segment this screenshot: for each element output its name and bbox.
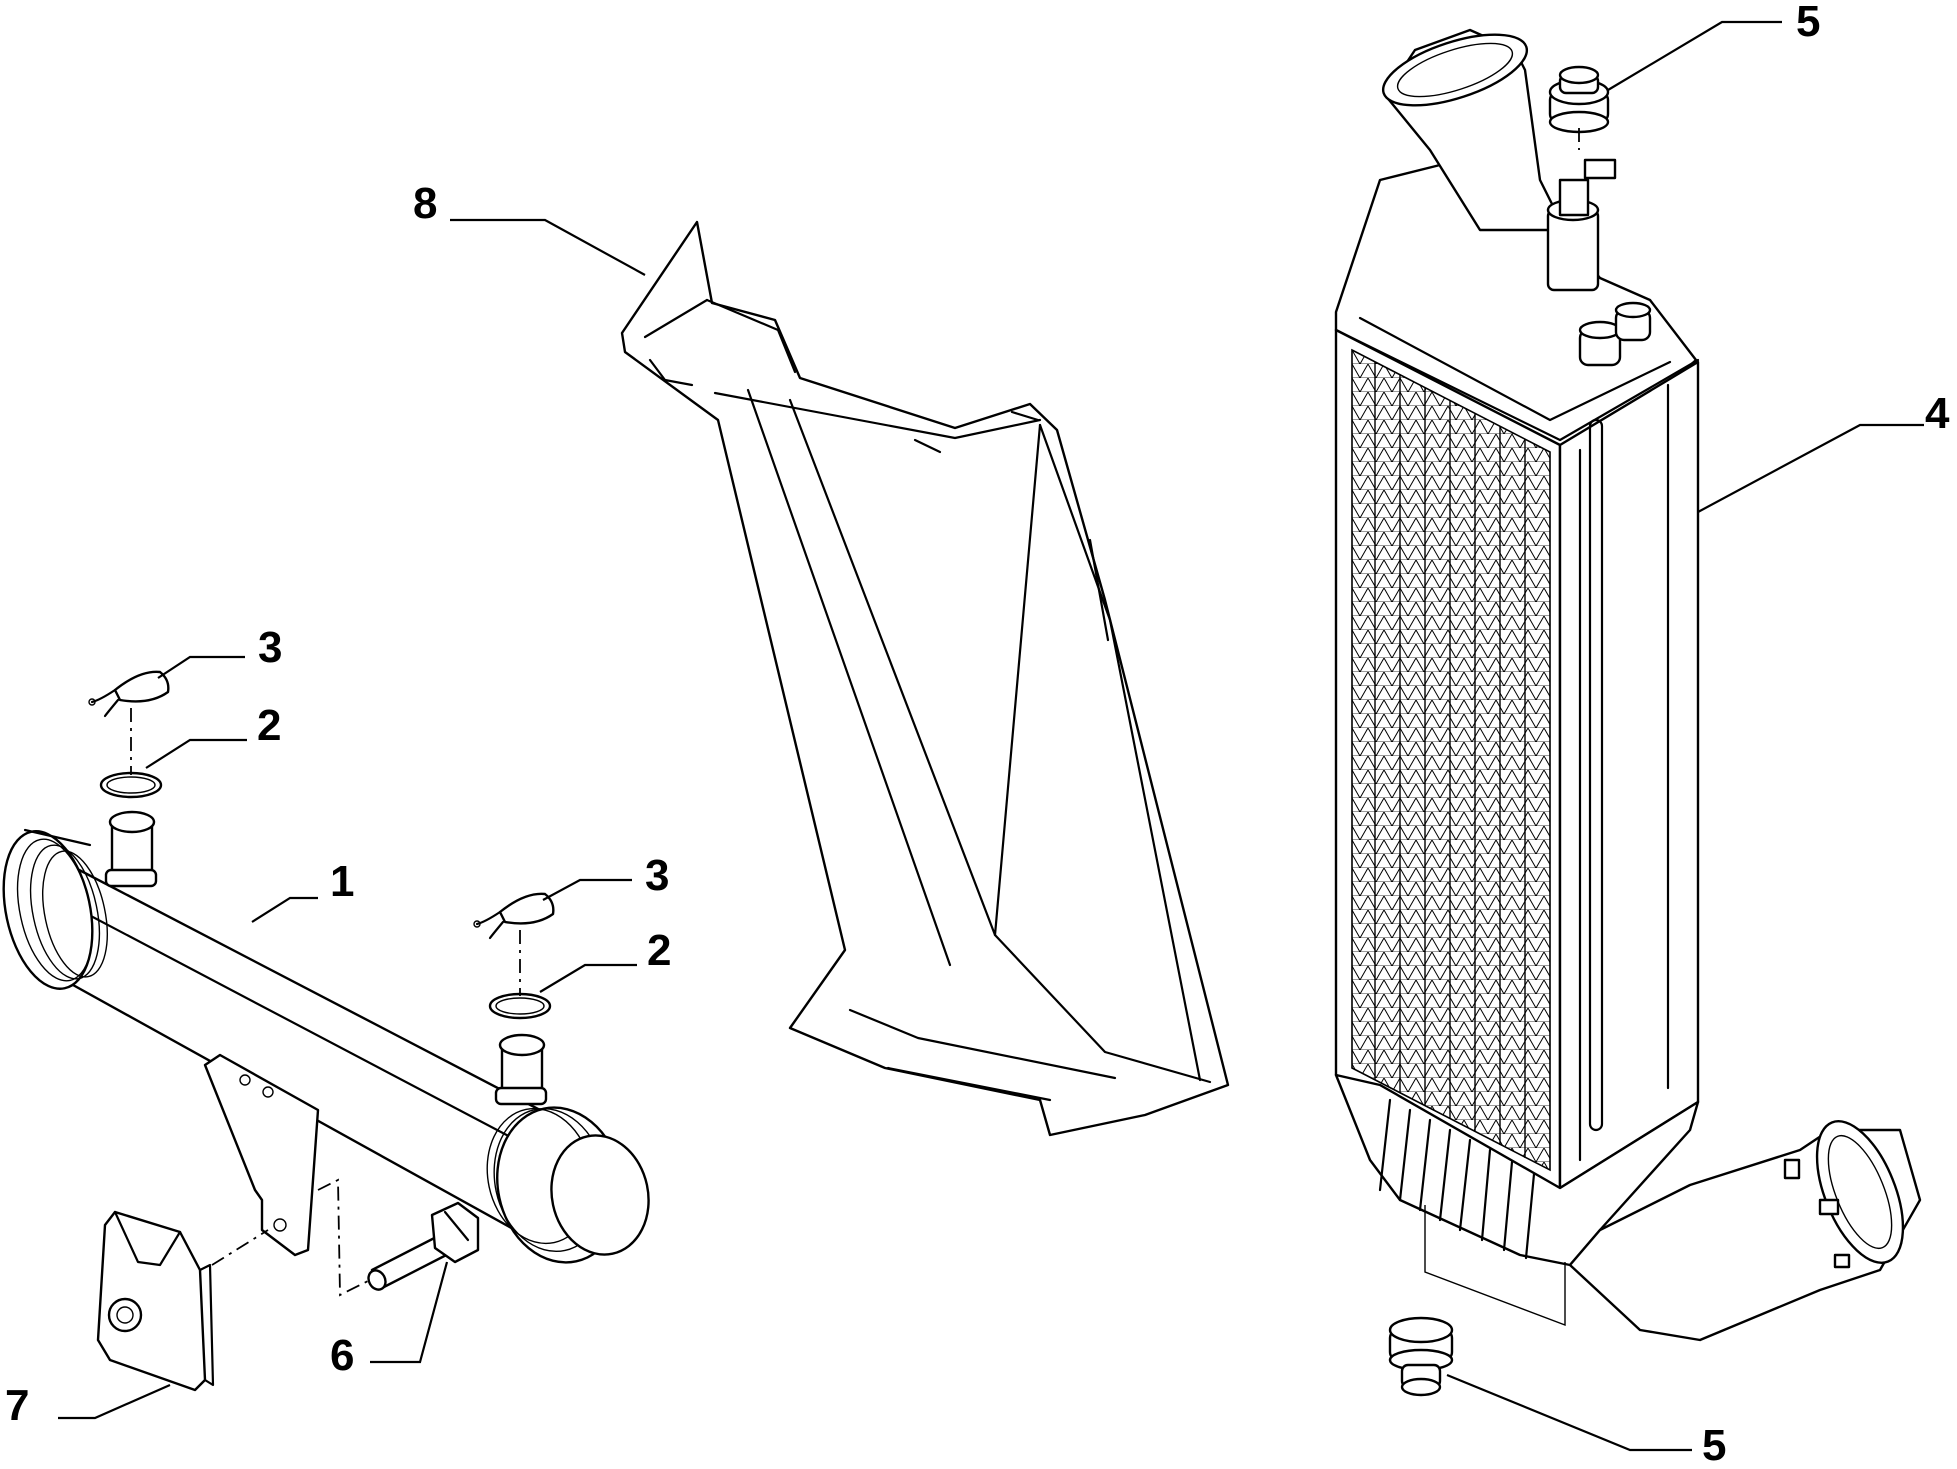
callout-3-left: 3 (258, 623, 282, 672)
part-5-rubber-mount-top (1548, 65, 1610, 134)
part-3-clip-left (88, 670, 170, 718)
callout-2-left: 2 (257, 701, 281, 750)
callout-1: 1 (330, 857, 354, 906)
part-4-intercooler (1334, 28, 1922, 1342)
part-3-clip-right (473, 892, 555, 940)
callout-5-top: 5 (1796, 0, 1820, 46)
callout-6: 6 (330, 1331, 354, 1380)
assembly-lines (130, 128, 1580, 1297)
part-7-spring-nut (96, 1210, 215, 1392)
callout-8: 8 (413, 179, 437, 228)
leader-lines (58, 20, 1924, 1452)
callouts: 1 2 2 3 3 4 5 5 6 7 8 (5, 0, 1950, 1469)
part-8-air-duct (620, 220, 1230, 1137)
part-6-bolt (367, 1201, 480, 1291)
part-2-o-ring-left (99, 771, 163, 799)
callout-4: 4 (1925, 389, 1950, 438)
part-2-o-ring-right (488, 992, 552, 1020)
callout-2-right: 2 (647, 926, 671, 975)
callout-7: 7 (5, 1381, 29, 1430)
callout-3-right: 3 (645, 851, 669, 900)
part-1-charge-air-pipe (2, 810, 650, 1264)
part-5-rubber-mount-bottom (1388, 1316, 1454, 1397)
callout-5-bottom: 5 (1702, 1421, 1726, 1464)
